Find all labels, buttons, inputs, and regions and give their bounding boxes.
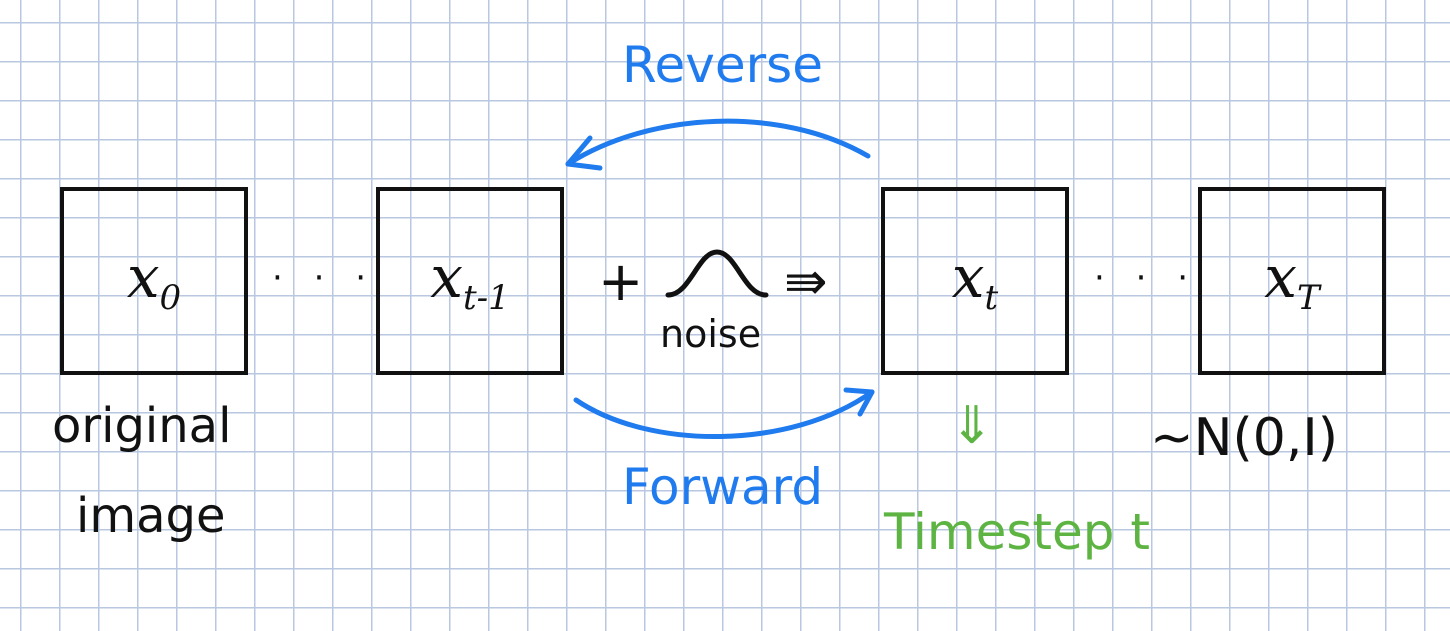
noise-bump-icon: [665, 249, 769, 298]
node-xT-label: xT: [1264, 243, 1320, 318]
distribution-label: ~N(0,I): [1150, 408, 1338, 468]
reverse-label: Reverse: [622, 36, 823, 94]
timestep-label: Timestep t: [884, 503, 1151, 561]
timestep-down-arrow: ⇓: [950, 396, 994, 456]
ellipsis-right: · · ·: [1094, 258, 1199, 298]
node-xt-label: xt: [951, 243, 999, 318]
forward-label: Forward: [622, 458, 824, 516]
node-xt-minus-1-label: xt-1: [430, 243, 510, 318]
implies-arrow: ⇛: [784, 252, 828, 312]
original-label-line2: image: [76, 488, 226, 544]
ellipsis-left: · · ·: [272, 258, 377, 298]
noise-label: noise: [660, 312, 762, 356]
node-x0-label: x0: [126, 243, 182, 318]
plus-sign: +: [598, 250, 644, 313]
forward-arrowhead: [843, 387, 875, 417]
reverse-arrowhead: [565, 135, 603, 171]
original-label-line1: original: [52, 398, 232, 454]
node-xt-minus-1: xt-1: [376, 187, 564, 375]
reverse-arrow: [565, 118, 871, 167]
node-x0: x0: [60, 187, 248, 375]
node-xt: xt: [881, 187, 1069, 375]
node-xT: xT: [1198, 187, 1386, 375]
forward-arrow: [573, 389, 875, 440]
